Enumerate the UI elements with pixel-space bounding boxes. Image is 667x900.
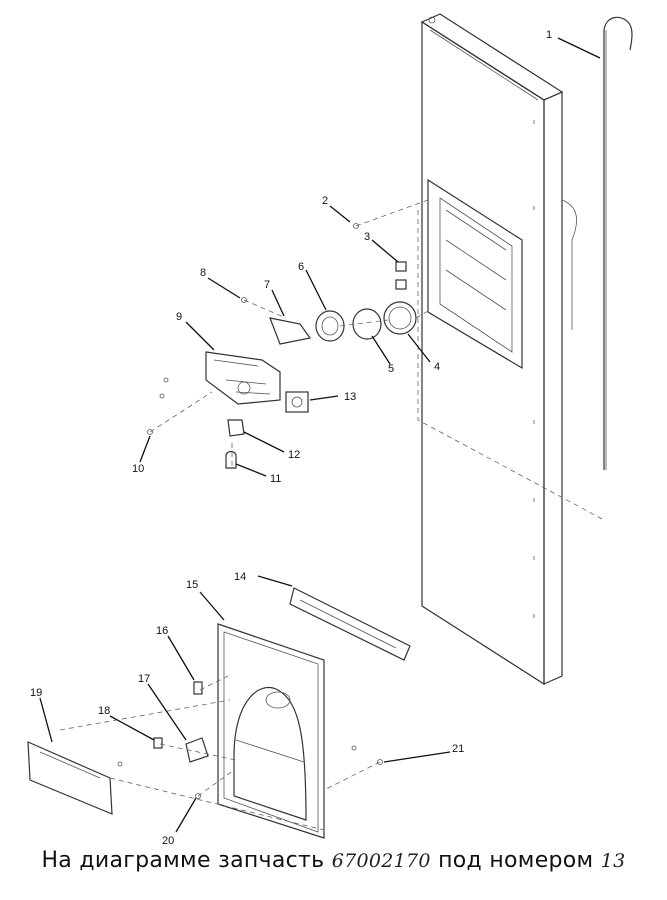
part-1-tube <box>603 16 633 470</box>
label-part-3: 3 <box>364 231 370 243</box>
refrigerator-door-panel <box>420 13 577 686</box>
caption-index: 13 <box>600 850 626 872</box>
caption-prefix: На диаграмме запчасть <box>41 848 325 873</box>
label-part-16: 16 <box>156 625 168 637</box>
label-part-14: 14 <box>234 571 246 583</box>
caption-part-number: 67002170 <box>331 850 431 872</box>
label-part-2: 2 <box>322 195 328 207</box>
label-part-1: 1 <box>546 29 552 41</box>
label-part-7: 7 <box>264 279 270 291</box>
label-part-5: 5 <box>388 363 394 375</box>
label-part-6: 6 <box>298 261 304 273</box>
label-part-17: 17 <box>138 673 150 685</box>
dispenser-cover-assembly <box>27 587 411 839</box>
label-part-10: 10 <box>132 463 144 475</box>
label-part-15: 15 <box>186 579 198 591</box>
part-number-labels: 1 2 3 4 5 6 7 8 9 10 11 12 13 14 15 16 1… <box>30 29 552 847</box>
leader-lines <box>39 37 601 833</box>
dispenser-valve-assembly <box>147 199 605 521</box>
label-part-11: 11 <box>270 473 281 485</box>
label-part-19: 19 <box>30 687 42 699</box>
label-part-9: 9 <box>176 311 182 323</box>
label-part-13: 13 <box>344 391 356 403</box>
caption-middle: под номером <box>438 848 594 873</box>
label-part-21: 21 <box>452 743 464 755</box>
caption: На диаграмме запчасть 67002170 под номер… <box>0 848 667 873</box>
label-part-4: 4 <box>434 361 440 373</box>
label-part-8: 8 <box>200 267 206 279</box>
label-part-18: 18 <box>98 705 110 717</box>
label-part-12: 12 <box>288 449 300 461</box>
label-part-20: 20 <box>162 835 174 847</box>
